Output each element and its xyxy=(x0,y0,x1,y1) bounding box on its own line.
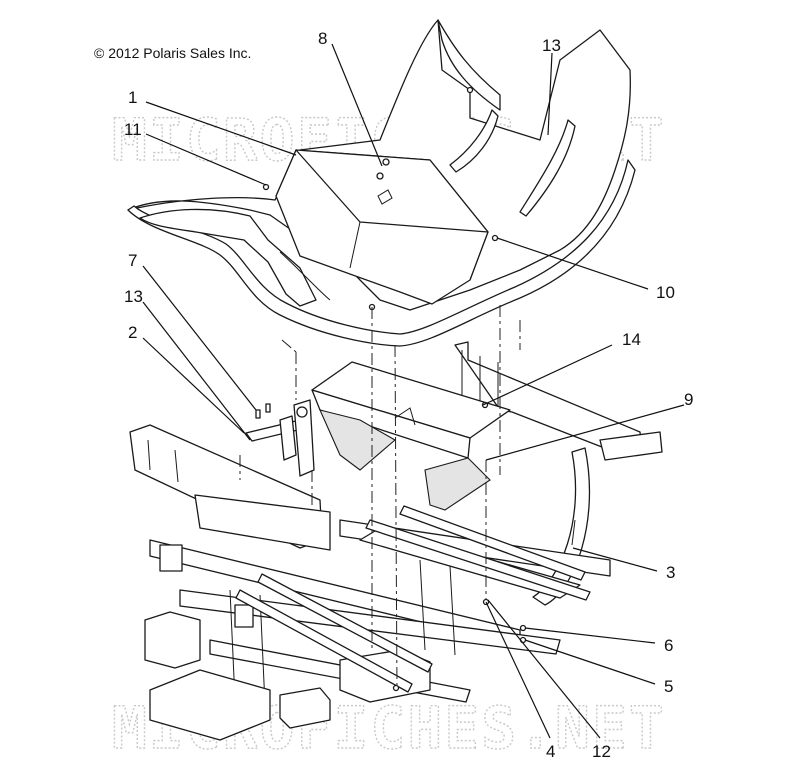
callout-9: 9 xyxy=(684,390,693,409)
callout-8: 8 xyxy=(318,29,327,48)
rail-strips xyxy=(235,505,591,693)
storage-tub xyxy=(311,361,511,511)
callout-6: 6 xyxy=(664,636,673,655)
callout-13-top: 13 xyxy=(542,36,561,55)
alignment-lines xyxy=(239,305,521,691)
callout-labels: 1 2 3 4 5 6 7 8 9 10 11 12 13 13 14 xyxy=(124,29,693,761)
callout-4: 4 xyxy=(546,742,555,761)
callout-1: 1 xyxy=(128,88,137,107)
callout-13-left: 13 xyxy=(124,287,143,306)
callout-3: 3 xyxy=(666,563,675,582)
callout-7: 7 xyxy=(128,251,137,270)
callout-10: 10 xyxy=(656,283,675,302)
callout-2: 2 xyxy=(128,323,137,342)
leader-lines xyxy=(142,43,685,739)
callout-12: 12 xyxy=(592,742,611,761)
floor-panel xyxy=(127,19,636,692)
callout-14: 14 xyxy=(622,330,641,349)
callout-5: 5 xyxy=(664,677,673,696)
bracket xyxy=(245,399,315,477)
callout-11: 11 xyxy=(124,120,142,139)
copyright-text: © 2012 Polaris Sales Inc. xyxy=(94,45,251,61)
